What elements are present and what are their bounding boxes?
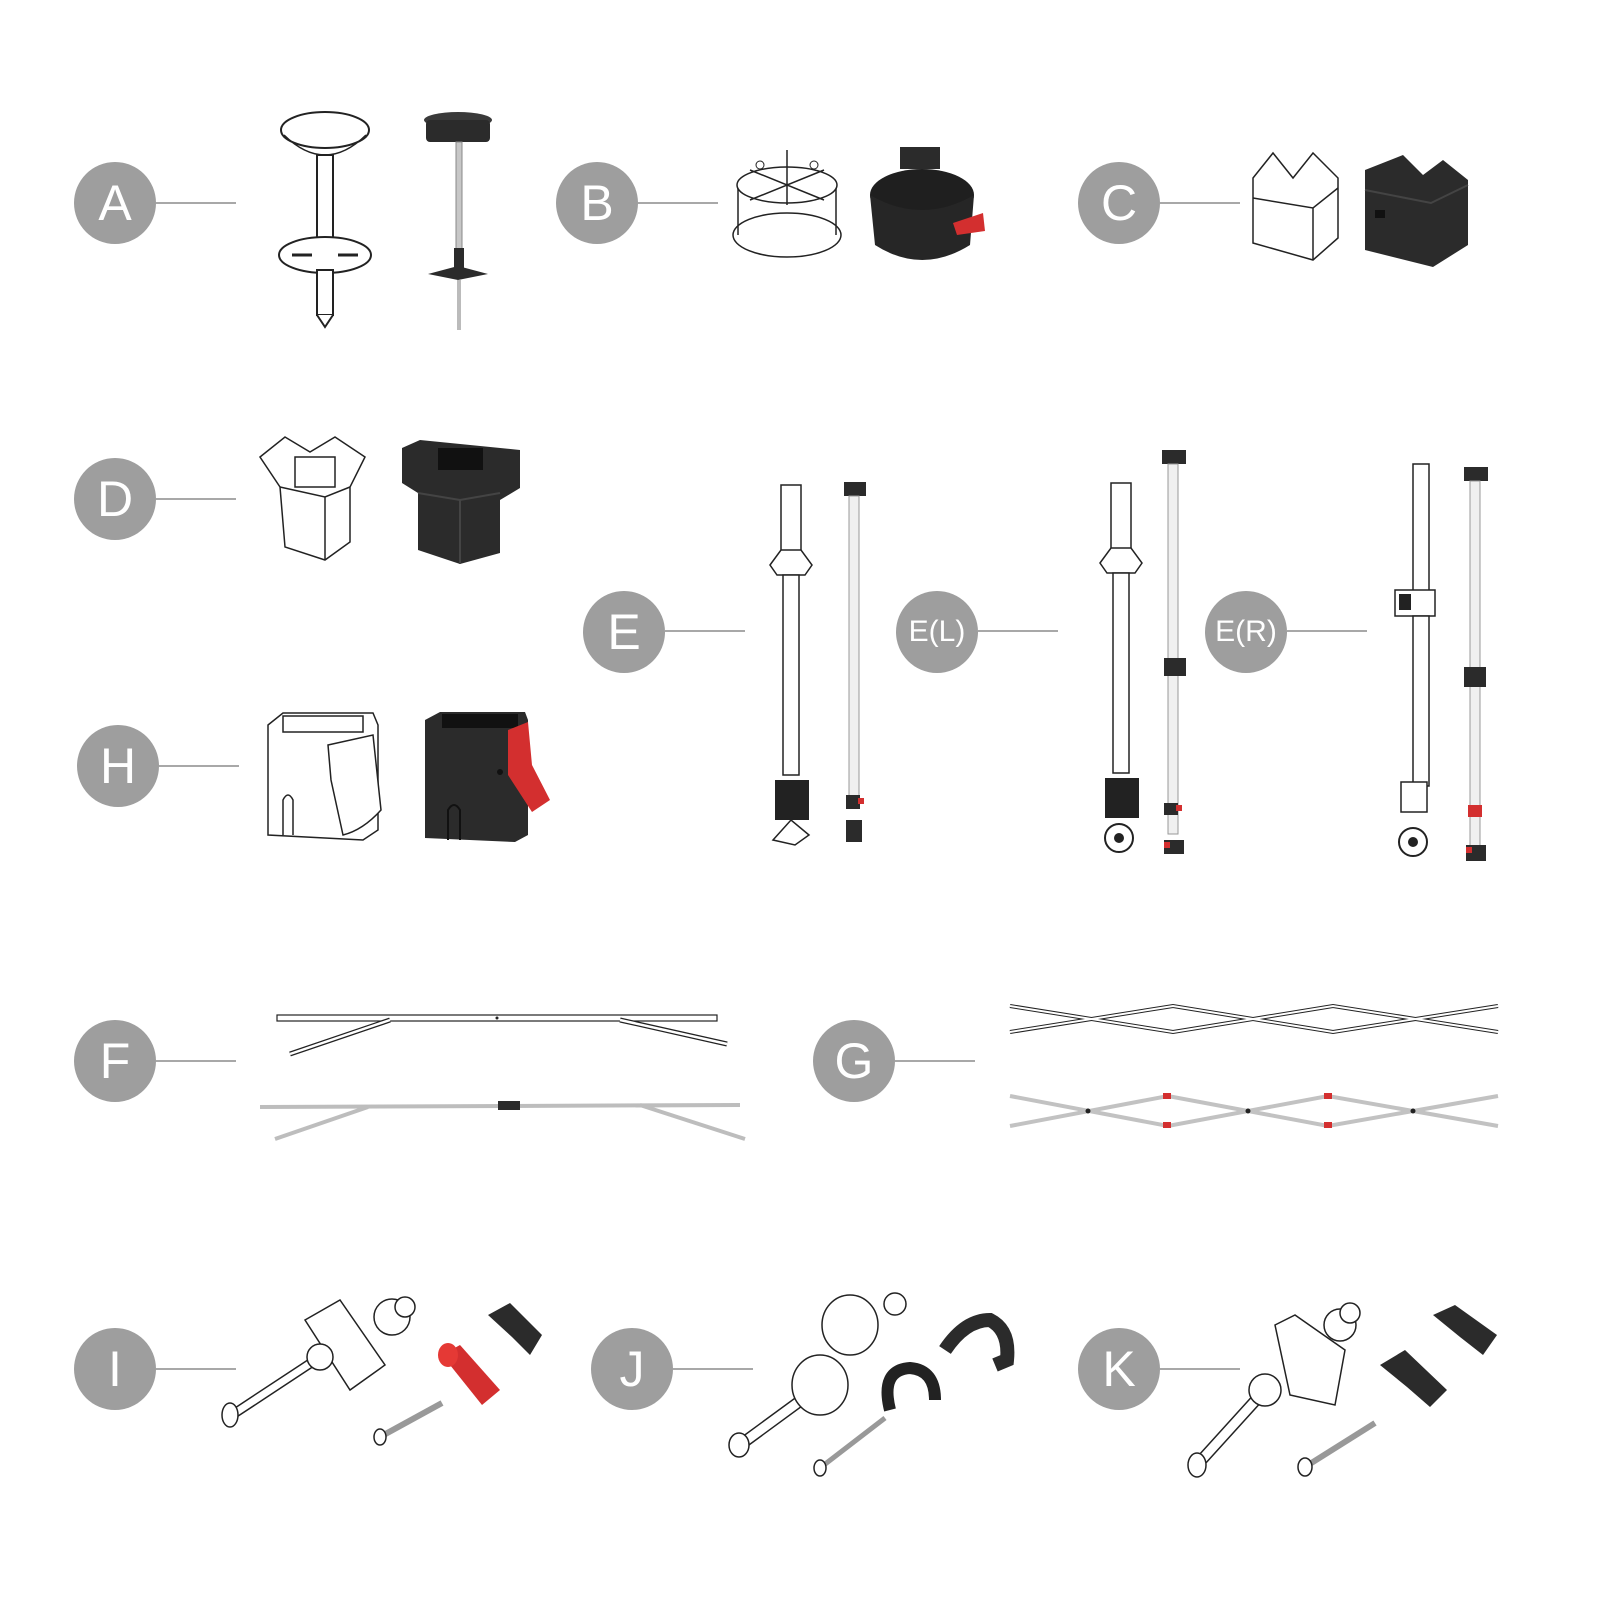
- leader-line-a: [156, 202, 236, 204]
- leader-line-e-left: [978, 630, 1058, 632]
- part-label-e-left: E(L): [896, 591, 978, 673]
- leader-line-k: [1160, 1368, 1240, 1370]
- part-g-scissor-upper: [1009, 1003, 1499, 1035]
- part-k-hardware: [1187, 1302, 1497, 1478]
- part-e-right-inner-leg: [1464, 467, 1488, 861]
- part-e-left-leg-line-drawing: [1099, 482, 1143, 853]
- part-label-h: H: [77, 725, 159, 807]
- part-f-truss-lower: [259, 1101, 746, 1141]
- leader-line-g: [895, 1060, 975, 1062]
- part-label-c: C: [1078, 162, 1160, 244]
- part-label-g: G: [813, 1020, 895, 1102]
- leader-line-f: [156, 1060, 236, 1062]
- part-c-line-drawing: [1252, 151, 1339, 261]
- part-label-k: K: [1078, 1328, 1160, 1410]
- part-e-inner-leg: [844, 482, 866, 842]
- leader-line-h: [159, 765, 239, 767]
- leader-line-b: [638, 202, 718, 204]
- leader-line-c: [1160, 202, 1240, 204]
- part-label-i: I: [74, 1328, 156, 1410]
- part-b-render: [870, 147, 985, 260]
- part-e-left-inner-leg: [1162, 450, 1186, 854]
- part-label-f: F: [74, 1020, 156, 1102]
- part-label-a: A: [74, 162, 156, 244]
- part-j-hardware: [728, 1292, 1015, 1477]
- part-a-line-drawing: [278, 111, 372, 329]
- part-b-line-drawing: [732, 150, 842, 258]
- part-d-render: [402, 440, 520, 564]
- part-e-leg-line-drawing: [769, 484, 813, 846]
- part-f-truss-upper: [276, 1014, 728, 1057]
- leader-line-j: [673, 1368, 753, 1370]
- part-h-line-drawing: [267, 712, 382, 841]
- leader-line-d: [156, 498, 236, 500]
- leader-line-i: [156, 1368, 236, 1370]
- part-h-render: [425, 712, 550, 842]
- part-label-e: E: [583, 591, 665, 673]
- part-label-e-right: E(R): [1205, 591, 1287, 673]
- part-a-render: [424, 112, 492, 330]
- part-g-scissor-lower: [1009, 1093, 1499, 1129]
- part-d-line-drawing: [258, 436, 366, 561]
- part-label-d: D: [74, 458, 156, 540]
- part-c-render: [1364, 155, 1469, 267]
- leader-line-e-right: [1287, 630, 1367, 632]
- part-label-b: B: [556, 162, 638, 244]
- leader-line-e: [665, 630, 745, 632]
- part-label-j: J: [591, 1328, 673, 1410]
- part-i-hardware: [221, 1296, 542, 1446]
- part-e-right-leg-line-drawing: [1394, 463, 1436, 857]
